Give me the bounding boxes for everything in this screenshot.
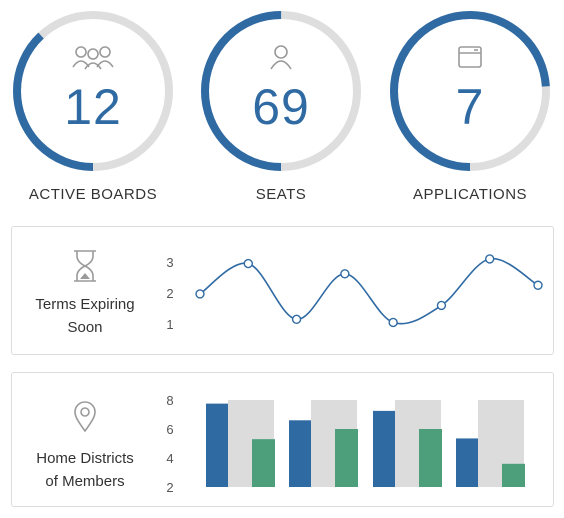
bar: [206, 403, 228, 487]
stat-card-active-boards[interactable]: 12 ACTIVE BOARDS: [8, 8, 178, 218]
stat-card-applications[interactable]: 7 APPLICATIONS: [385, 8, 555, 218]
data-point: [195, 289, 205, 299]
y-tick-label: 1: [166, 317, 173, 332]
y-tick-label: 2: [166, 286, 173, 301]
data-point: [436, 300, 447, 311]
stat-card-seats[interactable]: 69 SEATS: [196, 8, 366, 218]
bar: [456, 438, 478, 487]
progress-ring: [201, 11, 361, 171]
series-line: [199, 258, 539, 325]
data-point: [291, 314, 302, 325]
panel-label-line2: of Members: [45, 473, 125, 490]
users-icon: [8, 44, 178, 75]
stat-label: SEATS: [255, 186, 307, 203]
districts-bar-chart: 8 6 4 2: [166, 393, 525, 495]
y-tick-label: 4: [166, 451, 173, 466]
progress-ring: [13, 11, 173, 171]
stat-label: ACTIVE BOARDS: [28, 186, 158, 203]
data-point: [340, 269, 350, 279]
bar: [373, 410, 395, 487]
data-point: [388, 317, 398, 328]
panel-label-line2: Soon: [67, 319, 103, 336]
panel-label: Home Districts of Members: [12, 447, 158, 493]
stat-value: 12: [64, 79, 122, 135]
data-point: [243, 258, 253, 269]
terms-expiring-panel[interactable]: Terms Expiring Soon 3 2 1: [11, 226, 554, 355]
bar: [252, 439, 275, 487]
y-tick-label: 6: [166, 422, 173, 437]
progress-ring: [390, 11, 550, 171]
panel-label-line1: Terms Expiring: [35, 296, 135, 313]
y-tick-label: 2: [166, 480, 173, 495]
stat-label: APPLICATIONS: [412, 186, 528, 203]
user-icon: [196, 44, 366, 75]
y-tick-label: 3: [166, 255, 173, 270]
browser-window-icon: [385, 44, 555, 75]
terms-line-chart: 3 2 1: [166, 254, 543, 332]
home-districts-panel[interactable]: Home Districts of Members 8 6 4 2: [11, 372, 554, 507]
stat-value: 69: [252, 79, 310, 135]
bar: [502, 463, 525, 487]
panel-label: Terms Expiring Soon: [12, 293, 158, 339]
data-point: [533, 280, 543, 290]
data-point: [485, 254, 495, 264]
map-pin-icon: [12, 401, 158, 438]
y-tick-label: 8: [166, 393, 173, 408]
bar: [335, 429, 358, 487]
bar: [419, 429, 442, 487]
stat-value: 7: [455, 79, 485, 135]
panel-label-line1: Home Districts: [36, 450, 134, 467]
hourglass-icon: [12, 249, 158, 288]
bar: [289, 420, 311, 487]
